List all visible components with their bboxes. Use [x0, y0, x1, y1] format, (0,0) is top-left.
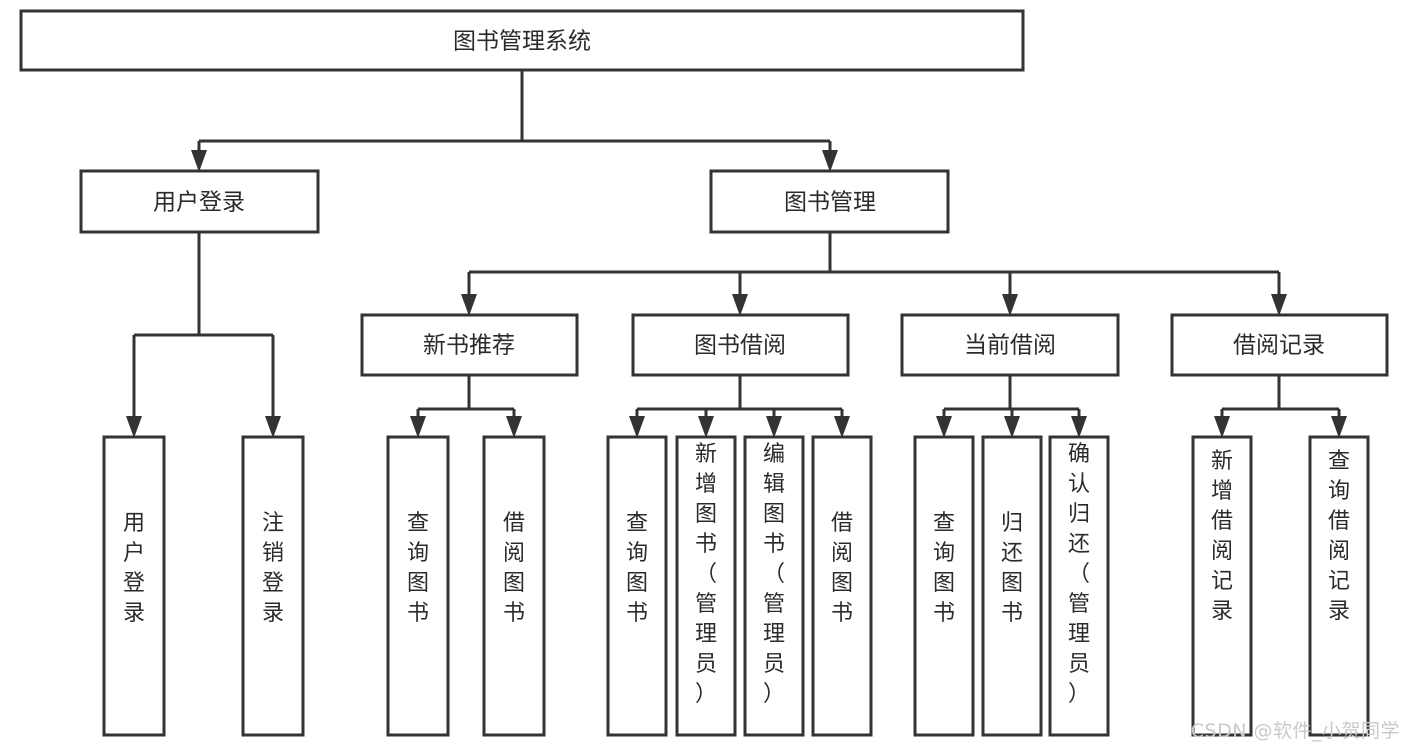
- connector-bookborrow-to-leaves: [635, 375, 844, 427]
- connector-layer: [126, 70, 1347, 438]
- arrow-head-to-leaf-edit-book: [766, 416, 782, 438]
- arrow-head-to-leaf-query-book-3: [936, 416, 952, 438]
- node-book-manage-box[interactable]: [709, 169, 950, 234]
- leaf-query-book-1-label: 查询图书: [407, 511, 429, 626]
- node-current-borrow-box[interactable]: [900, 313, 1120, 377]
- node-user-login[interactable]: 用户登录: [79, 169, 320, 234]
- node-root-box[interactable]: [19, 9, 1025, 72]
- arrow-head-to-leaf-add-book: [698, 416, 714, 438]
- node-book-borrow-box[interactable]: [631, 313, 850, 377]
- leaf-user-login-label: 用户登录: [123, 511, 145, 626]
- leaf-label-layer: 用户登录 注销登录 查询图书 借阅图书 查询图书 新增图书（管理员） 编辑图书（…: [123, 442, 1350, 707]
- node-root-label: 图书管理系统: [453, 29, 591, 55]
- node-borrow-record-label: 借阅记录: [1233, 333, 1325, 359]
- arrow-head-to-leaf-confirm-return: [1071, 416, 1087, 438]
- node-new-book-recommend-box[interactable]: [360, 313, 579, 377]
- arrow-head-to-leaf-borrow-book-2: [834, 416, 850, 438]
- arrow-head-to-leaf-user-login: [126, 416, 142, 438]
- leaf-add-record-label: 新增借阅记录: [1211, 449, 1233, 624]
- connector-userlogin-to-leaves: [132, 232, 275, 427]
- leaf-user-logout-box[interactable]: [241, 435, 305, 737]
- arrow-head-to-leaf-return-book: [1004, 416, 1020, 438]
- arrow-head-to-leaf-user-logout: [265, 416, 281, 438]
- leaf-query-book-1-box[interactable]: [386, 435, 450, 737]
- connector-borrowrecord-to-leaves: [1220, 375, 1341, 427]
- leaf-borrow-book-2-box[interactable]: [811, 435, 873, 737]
- leaf-return-book-box[interactable]: [981, 435, 1043, 737]
- arrow-head-to-book-manage: [822, 150, 838, 172]
- arrow-head-to-new-book-recommend: [461, 294, 477, 316]
- arrow-head-to-borrow-record: [1271, 294, 1287, 316]
- node-book-borrow-label: 图书借阅: [694, 333, 786, 359]
- node-root[interactable]: 图书管理系统: [19, 9, 1025, 72]
- node-borrow-record[interactable]: 借阅记录: [1170, 313, 1389, 377]
- arrow-head-to-leaf-query-record: [1331, 416, 1347, 438]
- arrow-head-to-leaf-add-record: [1214, 416, 1230, 438]
- arrow-head-to-user-login: [191, 150, 207, 172]
- node-book-borrow[interactable]: 图书借阅: [631, 313, 850, 377]
- leaf-borrow-book-2-label: 借阅图书: [831, 511, 853, 626]
- leaf-query-book-2-box[interactable]: [606, 435, 668, 737]
- node-book-manage[interactable]: 图书管理: [709, 169, 950, 234]
- arrow-head-to-current-borrow: [1002, 294, 1018, 316]
- arrow-head-to-leaf-borrow-book-1: [506, 416, 522, 438]
- leaf-return-book-label: 归还图书: [1001, 511, 1023, 626]
- leaf-confirm-return-box[interactable]: [1048, 435, 1110, 737]
- leaf-borrow-book-1-box[interactable]: [482, 435, 546, 737]
- node-book-manage-label: 图书管理: [784, 190, 876, 216]
- leaf-layer: [102, 435, 1370, 737]
- node-user-login-box[interactable]: [79, 169, 320, 234]
- connector-newbook-to-leaves: [416, 375, 516, 427]
- leaf-add-record-box[interactable]: [1191, 435, 1253, 737]
- connector-bookmanage-to-level3-trunk: [467, 232, 1281, 305]
- leaf-borrow-book-1-label: 借阅图书: [503, 511, 525, 626]
- leaf-query-record-label: 查询借阅记录: [1328, 449, 1350, 624]
- leaf-user-logout-label: 注销登录: [262, 511, 284, 626]
- leaf-query-book-2-label: 查询图书: [626, 511, 648, 626]
- leaf-user-login-box[interactable]: [102, 435, 166, 737]
- arrow-head-to-book-borrow: [732, 294, 748, 316]
- connector-root-to-level2-trunk: [197, 70, 832, 162]
- node-current-borrow-label: 当前借阅: [964, 333, 1056, 359]
- arrow-head-to-leaf-query-book-1: [410, 416, 426, 438]
- csdn-watermark: CSDN @软件_小贺同学: [1190, 720, 1400, 742]
- leaf-edit-book-label: 编辑图书（管理员）: [763, 442, 785, 707]
- leaf-add-book-box[interactable]: [675, 435, 737, 737]
- leaf-query-book-3-label: 查询图书: [933, 511, 955, 626]
- arrow-head-to-leaf-query-book-2: [629, 416, 645, 438]
- node-user-login-label: 用户登录: [153, 190, 245, 216]
- leaf-confirm-return-label: 确认归还（管理员）: [1068, 442, 1090, 707]
- leaf-add-book-label: 新增图书（管理员）: [695, 442, 717, 707]
- node-new-book-recommend[interactable]: 新书推荐: [360, 313, 579, 377]
- node-current-borrow[interactable]: 当前借阅: [900, 313, 1120, 377]
- node-borrow-record-box[interactable]: [1170, 313, 1389, 377]
- leaf-query-book-3-box[interactable]: [913, 435, 975, 737]
- leaf-edit-book-box[interactable]: [743, 435, 805, 737]
- node-new-book-recommend-label: 新书推荐: [423, 333, 515, 359]
- leaf-query-record-box[interactable]: [1308, 435, 1370, 737]
